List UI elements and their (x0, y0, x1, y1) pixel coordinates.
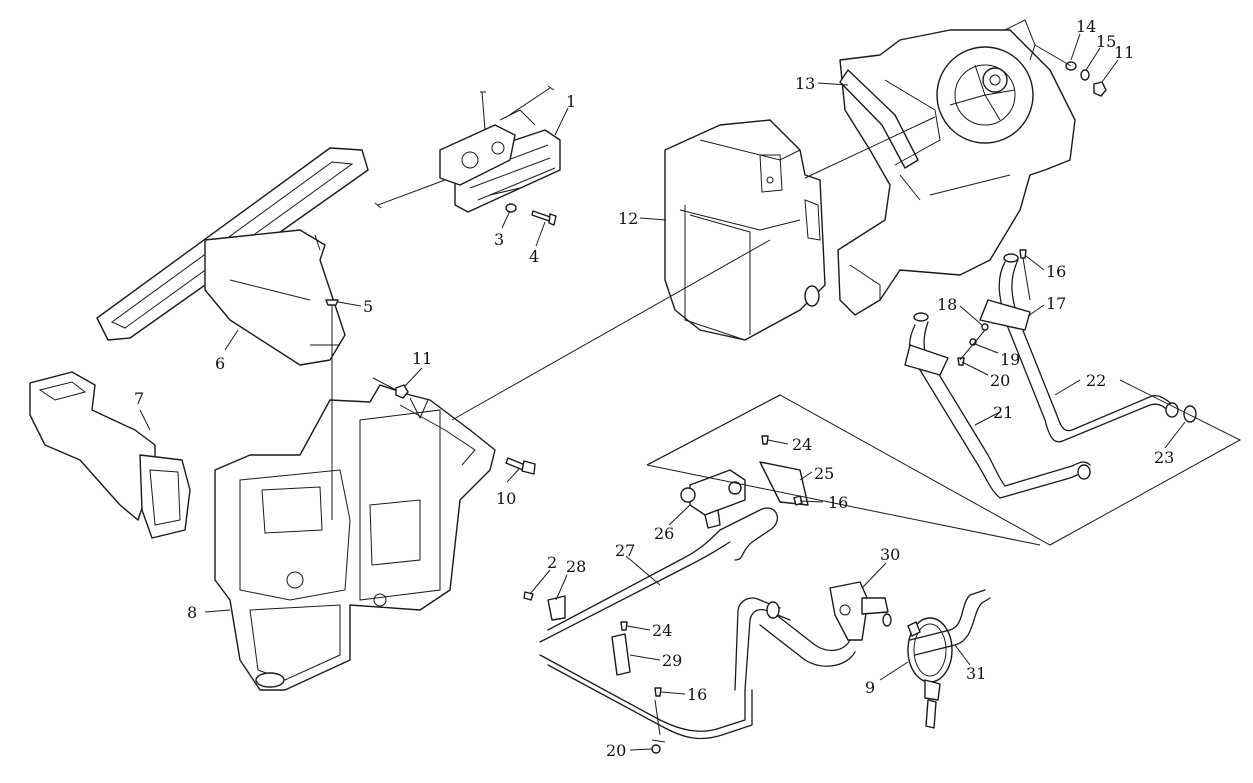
callout-29: 29 (662, 651, 682, 670)
heater-unit-housing (214, 384, 496, 691)
callout-11-upper: 11 (1114, 43, 1134, 62)
hose-group-outline-lower (646, 464, 1041, 546)
side-vent-duct (29, 371, 191, 539)
callout-6: 6 (215, 354, 225, 373)
callout-26: 26 (654, 524, 674, 543)
blower-housing (837, 19, 1076, 316)
callout-11-lower: 11 (412, 349, 432, 368)
callout-22: 22 (1086, 371, 1106, 390)
callout-31: 31 (966, 664, 986, 683)
callout-30: 30 (880, 545, 900, 564)
callout-21: 21 (993, 403, 1013, 422)
callout-24-upper: 24 (792, 435, 812, 454)
water-valve-30 (829, 581, 892, 641)
callout-18: 18 (937, 295, 957, 314)
callout-labels: 1 2 3 4 5 6 7 8 9 10 11 11 12 13 14 15 1… (134, 17, 1174, 760)
callout-28: 28 (566, 557, 586, 576)
callout-3: 3 (494, 230, 504, 249)
screw-5 (325, 299, 339, 520)
bracket-17 (904, 249, 1031, 376)
hose-clamp-9 (907, 617, 953, 729)
heater-hoses-lower (539, 394, 856, 743)
callout-24-lower: 24 (652, 621, 672, 640)
callout-16-upper: 16 (1046, 262, 1066, 281)
lower-fasteners (523, 435, 803, 754)
callout-25: 25 (814, 464, 834, 483)
callout-12: 12 (618, 209, 638, 228)
callout-20-upper: 20 (990, 371, 1010, 390)
callout-1: 1 (566, 92, 576, 111)
defroster-duct (96, 147, 369, 366)
callout-2: 2 (547, 553, 557, 572)
callout-9: 9 (865, 678, 875, 697)
nut-11-lower (395, 384, 409, 399)
callout-20-lower: 20 (606, 741, 626, 760)
callout-5: 5 (363, 297, 373, 316)
callout-27: 27 (615, 541, 635, 560)
callout-17: 17 (1046, 294, 1066, 313)
callout-16-middle: 16 (828, 493, 848, 512)
callout-14: 14 (1076, 17, 1096, 36)
callout-16-lower: 16 (687, 685, 707, 704)
bolt-10 (505, 457, 536, 475)
callout-4: 4 (529, 247, 539, 266)
callout-23: 23 (1154, 448, 1174, 467)
callout-15: 15 (1096, 32, 1116, 51)
callout-19: 19 (1000, 350, 1020, 369)
fastener-stack-upper (1034, 44, 1107, 97)
callout-7: 7 (134, 389, 144, 408)
callout-13: 13 (795, 74, 815, 93)
callout-8: 8 (187, 603, 197, 622)
leader-lines (139, 33, 1186, 751)
washer-and-screw (505, 203, 557, 226)
evaporator-housing (664, 119, 826, 341)
control-head-assembly (374, 85, 561, 213)
callout-10: 10 (496, 489, 516, 508)
